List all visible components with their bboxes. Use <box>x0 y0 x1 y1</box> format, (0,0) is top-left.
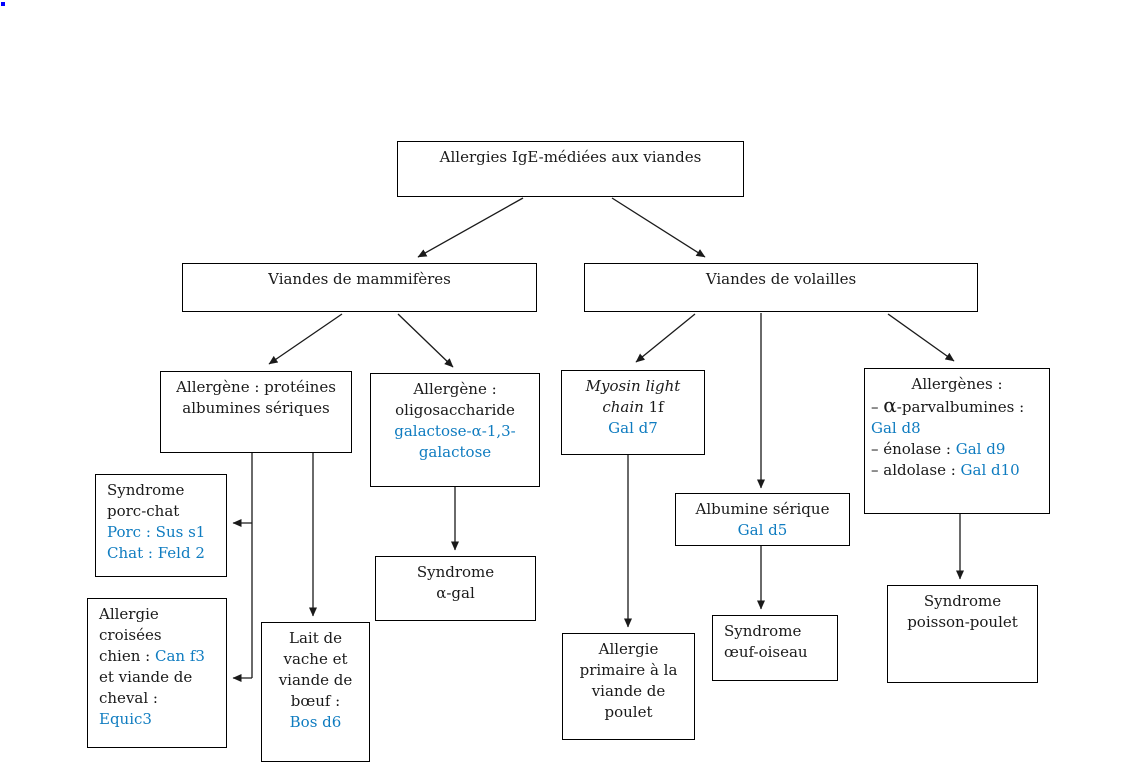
croisees-line: cheval : <box>99 689 158 707</box>
arrow-root-to-volailles <box>611 197 706 258</box>
oeuf-line: Syndrome <box>724 622 802 640</box>
node-allergene-proteines: Allergène : protéines albumines sériques <box>160 371 352 453</box>
allergenes-item-parvalbumines: – α-parvalbumines : <box>871 395 1043 418</box>
arrow-root-to-mammiferes <box>417 197 524 258</box>
oligo-line: oligosaccharide <box>395 401 515 419</box>
croisees-line: et viande de <box>99 668 193 686</box>
node-viandes-volailles: Viandes de volailles <box>584 263 978 312</box>
primaire-line: viande de <box>591 682 666 700</box>
porc-chat-sus-s1: Porc : Sus s1 <box>107 523 206 541</box>
lait-line: Lait de <box>289 629 342 647</box>
item3-label: – aldolase : <box>871 461 961 479</box>
proteines-line: Allergène : protéines <box>176 378 336 396</box>
node-root-label: Allergies IgE-médiées aux viandes <box>439 148 702 166</box>
node-albumine-serique: Albumine sérique Gal d5 <box>675 493 850 546</box>
myosin-line: chain 1f <box>568 397 698 418</box>
node-root: Allergies IgE-médiées aux viandes <box>397 141 744 197</box>
croisees-line: Allergie <box>99 605 159 623</box>
lait-line: bœuf : <box>290 692 341 710</box>
node-myosin-light-chain: Myosin light chain 1f Gal d7 <box>561 370 705 455</box>
poisson-line: Syndrome <box>923 592 1002 610</box>
agal-line: α-gal <box>436 584 475 602</box>
primaire-line: poulet <box>604 703 653 721</box>
node-mammiferes-label: Viandes de mammifères <box>268 270 451 288</box>
myosin-chain-italic: chain <box>602 398 644 416</box>
lait-line: viande de <box>278 671 353 689</box>
primaire-line: Allergie <box>598 640 659 658</box>
lait-bos-d6: Bos d6 <box>289 713 342 731</box>
item1-alpha: α <box>883 393 897 417</box>
porc-chat-line: Syndrome <box>107 481 185 499</box>
arrow-volailles-to-allergenes <box>887 313 955 362</box>
albumine-line: Albumine sérique <box>695 500 830 518</box>
albumine-gal-d5: Gal d5 <box>737 521 788 539</box>
allergenes-gal-d10: Gal d10 <box>960 461 1020 479</box>
porc-chat-feld-2: Chat : Feld 2 <box>107 544 205 562</box>
item2-label: – énolase : <box>871 440 956 458</box>
croisees-line: croisées <box>99 626 162 644</box>
myosin-line-italic: Myosin light <box>585 377 681 395</box>
oligo-line-blue: galactose-α-1,3- <box>394 422 516 440</box>
porc-chat-line: porc-chat <box>107 502 180 520</box>
croisees-equic3: Equic3 <box>99 710 152 728</box>
node-allergene-oligosaccharide: Allergène : oligosaccharide galactose-α-… <box>370 373 540 487</box>
croisees-can-f3: Can f3 <box>155 647 205 665</box>
node-allergenes-volailles: Allergènes : – α-parvalbumines : Gal d8 … <box>864 368 1050 514</box>
allergenes-title: Allergènes : <box>911 375 1003 393</box>
node-syndrome-alpha-gal: Syndrome α-gal <box>375 556 536 621</box>
arrow-mammiferes-to-oligo <box>397 313 454 368</box>
croisees-line-chien: chien : Can f3 <box>99 646 220 667</box>
arrow-volailles-to-myosin <box>635 313 696 363</box>
allergenes-gal-d8: Gal d8 <box>871 419 921 437</box>
poisson-line: poisson-poulet <box>907 613 1018 631</box>
item1-dash: – <box>871 398 884 416</box>
allergenes-gal-d9: Gal d9 <box>955 440 1006 458</box>
myosin-gal-d7: Gal d7 <box>608 419 658 437</box>
arrow-mammiferes-to-proteines <box>268 313 343 365</box>
oeuf-line: œuf-oiseau <box>724 643 808 661</box>
allergenes-item-aldolase: – aldolase : Gal d10 <box>871 460 1043 481</box>
node-syndrome-oeuf-oiseau: Syndrome œuf-oiseau <box>712 615 838 681</box>
agal-line: Syndrome <box>416 563 495 581</box>
item1-rest: -parvalbumines : <box>896 398 1025 416</box>
myosin-1f: 1f <box>643 398 664 416</box>
blue-marker-dot <box>1 2 5 6</box>
node-syndrome-poisson-poulet: Syndrome poisson-poulet <box>887 585 1038 683</box>
node-allergie-primaire-poulet: Allergie primaire à la viande de poulet <box>562 633 695 740</box>
oligo-line-blue: galactose <box>418 443 492 461</box>
node-volailles-label: Viandes de volailles <box>705 270 857 288</box>
node-viandes-mammiferes: Viandes de mammifères <box>182 263 537 312</box>
primaire-line: primaire à la <box>579 661 678 679</box>
node-syndrome-porc-chat: Syndrome porc-chat Porc : Sus s1 Chat : … <box>95 474 227 577</box>
lait-line: vache et <box>283 650 348 668</box>
node-lait-vache-boeuf: Lait de vache et viande de bœuf : Bos d6 <box>261 622 370 762</box>
croisees-chien-label: chien : <box>99 647 155 665</box>
node-allergie-croisees: Allergie croisées chien : Can f3 et vian… <box>87 598 227 748</box>
allergenes-item-enolase: – énolase : Gal d9 <box>871 439 1043 460</box>
proteines-line: albumines sériques <box>182 399 330 417</box>
oligo-line: Allergène : <box>413 380 497 398</box>
